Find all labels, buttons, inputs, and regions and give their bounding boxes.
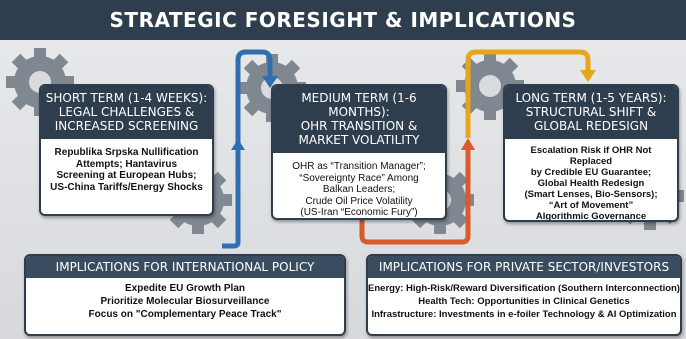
short-term-line: US-China Tariffs/Energy Shocks xyxy=(50,181,203,193)
arrow-short-to-medium xyxy=(222,49,273,249)
long-term-line: “Art of Movement” xyxy=(548,200,634,211)
medium-term-line: “Sovereignty Race” Among xyxy=(299,172,419,184)
short-term-line: Screening at European Hubs; xyxy=(56,170,197,181)
long-term-line: by Credible EU Guarantee; xyxy=(530,167,652,178)
private-implications-body: Energy: High-Risk/Reward Diversification… xyxy=(368,278,680,321)
long-term-line: Algorithmic Governance xyxy=(535,211,647,222)
arrow-head-icon xyxy=(461,138,475,150)
medium-term-panel: MEDIUM TERM (1-6 MONTHS): OHR TRANSITION… xyxy=(271,84,447,220)
long-term-header-line: LONG TERM (1-5 YEARS): xyxy=(515,91,667,105)
policy-implications-body: Expedite EU Growth Plan Prioritize Molec… xyxy=(26,278,344,321)
title-text: STRATEGIC FORESIGHT & IMPLICATIONS xyxy=(109,8,577,32)
medium-term-body: OHR as “Transition Manager”; “Sovereignt… xyxy=(273,153,445,218)
short-term-line: Republika Srpska Nullification xyxy=(54,147,199,158)
long-term-header: LONG TERM (1-5 YEARS): STRUCTURAL SHIFT … xyxy=(505,86,677,139)
medium-term-line: OHR as “Transition Manager”; xyxy=(292,161,426,172)
medium-term-line: Crude Oil Price Volatility xyxy=(305,195,413,207)
policy-implications-panel: IMPLICATIONS FOR INTERNATIONAL POLICY Ex… xyxy=(24,254,346,336)
private-item: Infrastructure: Investments in e-foiler … xyxy=(371,309,677,320)
medium-term-header-line: MARKET VOLATILITY xyxy=(298,133,420,147)
long-term-header-line: STRUCTURAL SHIFT & xyxy=(525,105,657,119)
arrow-head-icon xyxy=(262,76,278,88)
private-implications-panel: IMPLICATIONS FOR PRIVATE SECTOR/INVESTOR… xyxy=(366,254,682,336)
private-item: Health Tech: Opportunities in Clinical G… xyxy=(418,296,630,307)
short-term-header: SHORT TERM (1-4 WEEKS): LEGAL CHALLENGES… xyxy=(41,86,212,139)
short-term-panel: SHORT TERM (1-4 WEEKS): LEGAL CHALLENGES… xyxy=(39,84,214,216)
long-term-header-line: GLOBAL REDESIGN xyxy=(533,119,649,133)
policy-item: Prioritize Molecular Biosurveillance xyxy=(100,296,270,307)
arrow-medium-to-long xyxy=(359,150,471,245)
medium-term-header-line: MEDIUM TERM (1-6 MONTHS): xyxy=(301,91,417,119)
short-term-header-line: SHORT TERM (1-4 WEEKS): xyxy=(45,91,208,105)
medium-term-header-line: OHR TRANSITION & xyxy=(300,119,418,133)
medium-term-line: (US-Iran “Economic Fury”) xyxy=(300,207,418,218)
medium-term-line: Balkan Leaders; xyxy=(322,184,396,195)
private-item: Energy: High-Risk/Reward Diversification… xyxy=(368,283,680,294)
long-term-panel: LONG TERM (1-5 YEARS): STRUCTURAL SHIFT … xyxy=(503,84,679,222)
short-term-body: Republika Srpska Nullification Attempts;… xyxy=(41,139,212,197)
medium-term-header: MEDIUM TERM (1-6 MONTHS): OHR TRANSITION… xyxy=(273,86,445,153)
arrow-head-icon xyxy=(231,139,245,150)
short-term-line: Attempts; Hantavirus xyxy=(75,158,178,170)
arrow-head-icon xyxy=(580,70,596,82)
long-term-line: Escalation Risk if OHR Not Replaced xyxy=(530,145,652,167)
policy-item: Expedite EU Growth Plan xyxy=(124,283,246,294)
page-title: STRATEGIC FORESIGHT & IMPLICATIONS xyxy=(0,0,686,40)
long-term-line: (Smart Lenses, Bio-Sensors); xyxy=(524,189,658,200)
long-term-body: Escalation Risk if OHR Not Replaced by C… xyxy=(505,139,677,222)
long-term-line: Global Health Redesign xyxy=(537,178,645,189)
short-term-header-line: LEGAL CHALLENGES & xyxy=(58,105,195,119)
arrow-into-long-term xyxy=(465,49,591,138)
policy-implications-header: IMPLICATIONS FOR INTERNATIONAL POLICY xyxy=(26,256,344,278)
private-implications-header: IMPLICATIONS FOR PRIVATE SECTOR/INVESTOR… xyxy=(368,256,680,278)
short-term-header-line: INCREASED SCREENING xyxy=(54,119,199,133)
policy-item: Focus on "Complementary Peace Track" xyxy=(88,309,282,320)
